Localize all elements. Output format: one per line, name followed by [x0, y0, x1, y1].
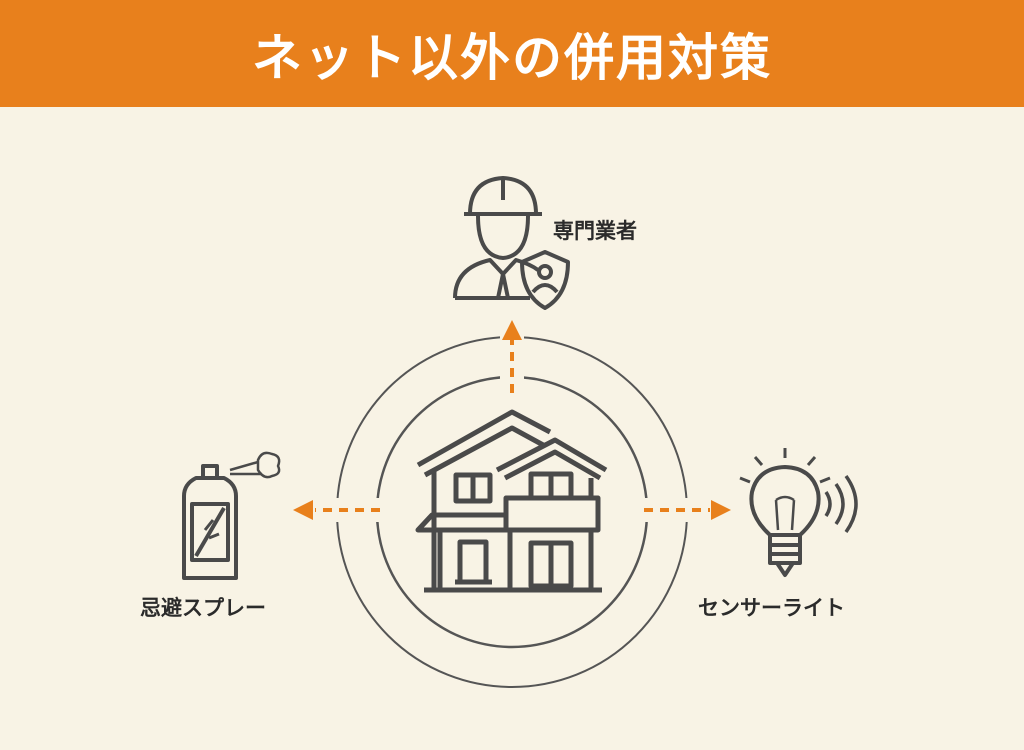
house-icon: [415, 409, 608, 593]
arrow-right-head: [711, 500, 731, 520]
header-banner: ネット以外の併用対策: [0, 0, 1024, 107]
arrows: [293, 320, 731, 520]
spray-can-icon: [182, 451, 281, 580]
label-sensor-light: センサーライト: [698, 596, 845, 620]
arrow-left-head: [293, 500, 313, 520]
light-bulb-icon: [739, 448, 858, 577]
label-repellent-spray: 忌避スプレー: [140, 596, 266, 620]
arrow-up-head: [502, 320, 522, 340]
page-title: ネット以外の併用対策: [252, 28, 772, 87]
inner-circle: [375, 375, 649, 649]
professional-worker-icon: [453, 176, 570, 310]
label-professional: 専門業者: [553, 219, 637, 243]
